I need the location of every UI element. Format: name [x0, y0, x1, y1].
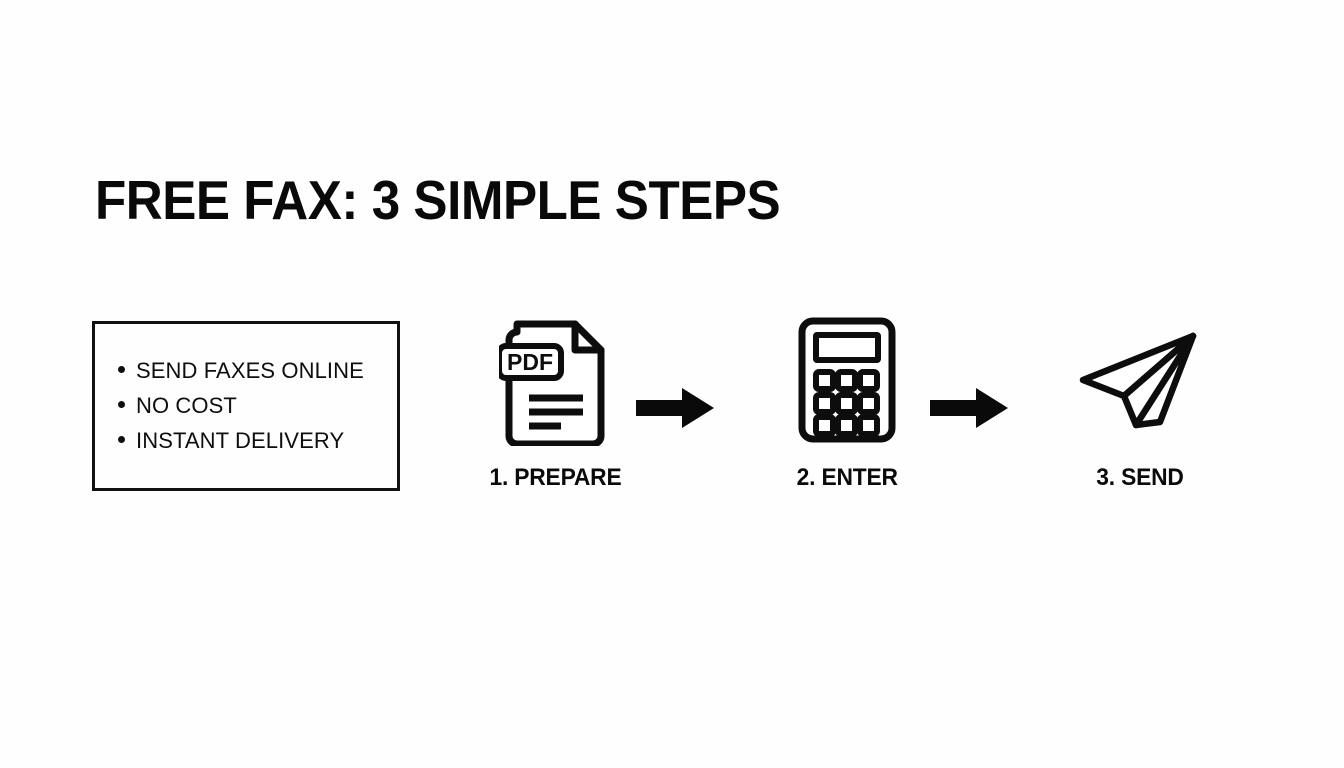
paper-plane-icon [1079, 332, 1197, 429]
calculator-icon [798, 317, 896, 443]
step-label: 1. PREPARE [489, 464, 621, 491]
list-item: NO COST [118, 388, 364, 423]
feature-list: SEND FAXES ONLINE NO COST INSTANT DELIVE… [118, 353, 364, 458]
pdf-document-icon: PDF [499, 320, 605, 446]
bullet-dot-icon [118, 366, 125, 373]
pdf-badge-text: PDF [507, 349, 553, 375]
step-send: 3. SEND [1055, 310, 1225, 510]
bullet-dot-icon [118, 401, 125, 408]
step-enter: 2. ENTER [762, 310, 932, 510]
list-item: INSTANT DELIVERY [118, 423, 364, 458]
step-icon-slot: PDF [499, 310, 611, 450]
step-prepare: PDF 1. PREPARE [470, 310, 640, 510]
step-label: 3. SEND [1096, 464, 1184, 491]
feature-label: SEND FAXES ONLINE [136, 358, 364, 383]
feature-box: SEND FAXES ONLINE NO COST INSTANT DELIVE… [92, 321, 400, 491]
list-item: SEND FAXES ONLINE [118, 353, 364, 388]
connector-arrow-2 [930, 386, 1008, 430]
feature-label: NO COST [136, 393, 237, 418]
step-label: 2. ENTER [796, 464, 898, 491]
step-icon-slot [797, 310, 897, 450]
arrow-right-icon [636, 388, 714, 428]
connector-arrow-1 [636, 386, 714, 430]
bullet-dot-icon [118, 436, 125, 443]
arrow-right-icon [930, 388, 1008, 428]
feature-label: INSTANT DELIVERY [136, 428, 345, 453]
step-icon-slot [1077, 310, 1203, 450]
steps-row: PDF 1. PREPARE [430, 310, 1220, 510]
page-title: FREE FAX: 3 SIMPLE STEPS [95, 169, 781, 231]
